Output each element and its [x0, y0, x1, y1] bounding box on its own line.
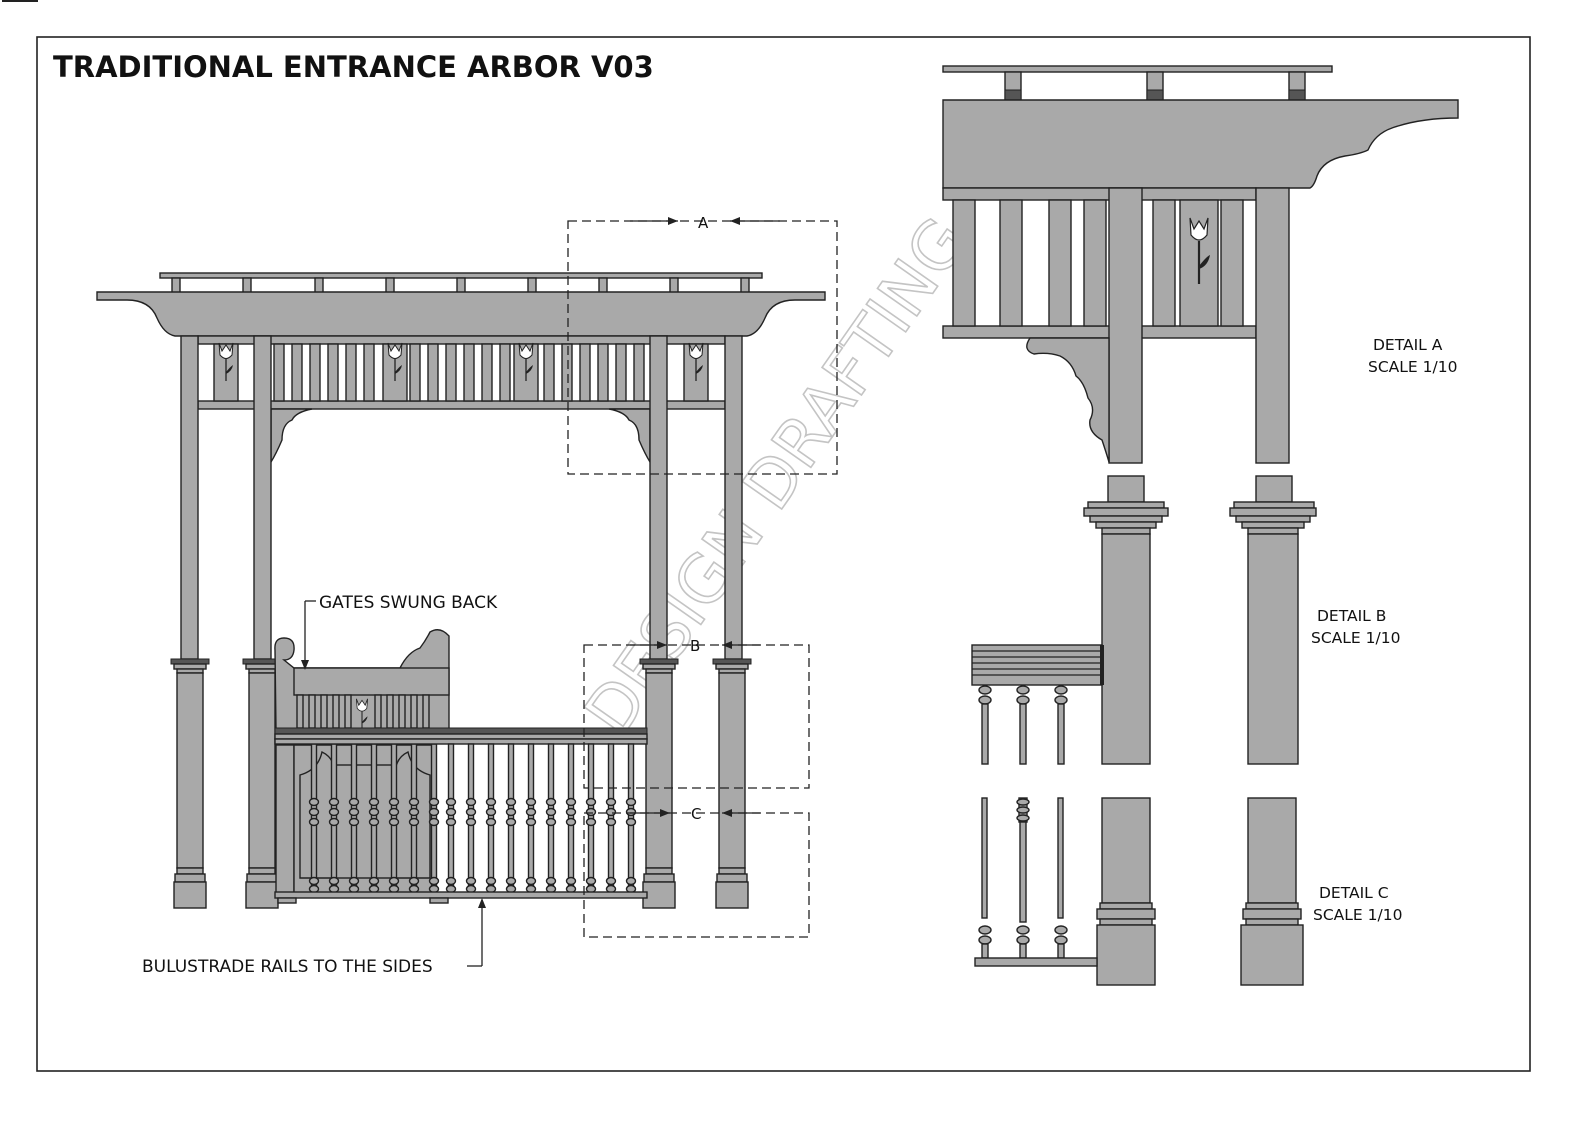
callout-c-label: C — [691, 805, 701, 823]
detail-c-name: DETAIL C — [1319, 884, 1389, 902]
detail-a-name: DETAIL A — [1373, 336, 1443, 354]
arbor-posts — [180, 335, 743, 660]
corner-mark — [2, 0, 38, 2]
drawing-title: TRADITIONAL ENTRANCE ARBOR V03 — [53, 50, 654, 84]
main-beam — [96, 291, 826, 337]
callout-a: A — [567, 214, 838, 475]
gates-note-leader — [301, 600, 316, 670]
detail-b-drawing — [971, 475, 1317, 765]
column-shafts — [173, 672, 749, 909]
callout-b-label: B — [690, 637, 700, 655]
tulip-panels — [213, 342, 709, 402]
swung-gate — [274, 629, 450, 896]
callout-b: B — [583, 637, 810, 789]
sheet-border — [36, 36, 1531, 1072]
detail-c-drawing — [974, 797, 1304, 986]
detail-a-drawing — [942, 65, 1459, 464]
top-rail — [159, 272, 763, 279]
detail-a-scale: SCALE 1/10 — [1368, 358, 1457, 376]
rails-note-leader — [467, 898, 486, 967]
arbor-elevation — [96, 272, 826, 909]
bracket-right — [608, 408, 651, 465]
detail-b-scale: SCALE 1/10 — [1311, 629, 1400, 647]
callout-c: C — [583, 805, 810, 938]
lattice-bottom-rail — [197, 400, 726, 410]
gates-note: GATES SWUNG BACK — [319, 593, 498, 613]
balustrade — [274, 727, 648, 904]
rails-note: BULUSTRADE RAILS TO THE SIDES — [142, 957, 433, 977]
bracket-left — [270, 408, 313, 465]
lattice-slats — [273, 343, 645, 402]
watermark-text: DESIGN DRAFTING — [570, 204, 984, 749]
lattice-top-rail — [197, 335, 726, 345]
detail-c-scale: SCALE 1/10 — [1313, 906, 1402, 924]
column-caps — [170, 658, 752, 674]
callout-a-label: A — [698, 214, 709, 232]
detail-b-name: DETAIL B — [1317, 607, 1386, 625]
